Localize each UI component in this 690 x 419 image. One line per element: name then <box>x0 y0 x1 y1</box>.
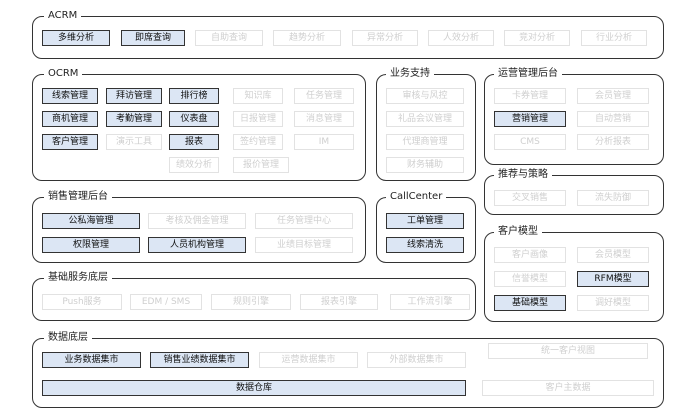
service-edm-sms[interactable]: EDM / SMS <box>130 294 202 310</box>
ocrm-reports[interactable]: 报表 <box>169 134 219 150</box>
callcenter-lead-cleaning[interactable]: 线索清洗 <box>386 237 464 253</box>
model-rfm[interactable]: RFM模型 <box>577 271 649 287</box>
ocrm-message-management[interactable]: 消息管理 <box>294 111 354 127</box>
ocrm-im[interactable]: IM <box>294 134 354 150</box>
ops-coupon-management[interactable]: 卡券管理 <box>494 88 566 104</box>
ocrm-task-management[interactable]: 任务管理 <box>294 88 354 104</box>
biz-support-title: 业务支持 <box>386 68 434 80</box>
data-external-mart[interactable]: 外部数据集市 <box>367 352 466 368</box>
acrm-multidim-analysis[interactable]: 多维分析 <box>42 30 110 46</box>
sales-admin-title: 销售管理后台 <box>44 191 112 203</box>
callcenter-panel <box>376 197 476 263</box>
biz-finance-assist[interactable]: 财务辅助 <box>386 157 464 173</box>
callcenter-ticket-management[interactable]: 工单管理 <box>386 213 464 229</box>
acrm-anomaly-analysis[interactable]: 异常分析 <box>352 30 418 46</box>
ocrm-attendance-management[interactable]: 考勤管理 <box>106 111 162 127</box>
sales-assessment-commission[interactable]: 考核及佣金管理 <box>148 213 246 229</box>
acrm-efficiency-analysis[interactable]: 人效分析 <box>428 30 494 46</box>
recommend-cross-selling[interactable]: 交叉销售 <box>494 190 566 206</box>
model-tuning[interactable]: 调好模型 <box>577 295 649 311</box>
acrm-adhoc-query[interactable]: 即席查询 <box>121 30 185 46</box>
ops-member-management[interactable]: 会员管理 <box>577 88 649 104</box>
ocrm-leaderboard[interactable]: 排行榜 <box>169 88 219 104</box>
sales-task-center[interactable]: 任务管理中心 <box>255 213 353 229</box>
ocrm-demo-tools[interactable]: 演示工具 <box>106 134 162 150</box>
ocrm-performance-analysis[interactable]: 绩效分析 <box>169 157 219 173</box>
ops-auto-marketing[interactable]: 自动营销 <box>577 111 649 127</box>
ops-title: 运营管理后台 <box>494 68 562 80</box>
ocrm-quote-management[interactable]: 报价管理 <box>233 157 289 173</box>
data-sales-perf-mart[interactable]: 销售业绩数据集市 <box>150 352 249 368</box>
data-layer-title: 数据底层 <box>44 332 92 344</box>
acrm-industry-analysis[interactable]: 行业分析 <box>581 30 647 46</box>
ocrm-visit-management[interactable]: 拜访管理 <box>106 88 162 104</box>
base-service-title: 基础服务底层 <box>44 272 112 284</box>
acrm-competitor-analysis[interactable]: 竞对分析 <box>504 30 570 46</box>
data-ops-mart[interactable]: 运营数据集市 <box>259 352 358 368</box>
acrm-self-query[interactable]: 自助查询 <box>195 30 263 46</box>
data-business-mart[interactable]: 业务数据集市 <box>42 352 141 368</box>
data-warehouse[interactable]: 数据仓库 <box>42 380 466 396</box>
model-basic[interactable]: 基础模型 <box>494 295 566 311</box>
service-workflow-engine[interactable]: 工作流引擎 <box>390 294 470 310</box>
acrm-trend-analysis[interactable]: 趋势分析 <box>273 30 341 46</box>
ocrm-contract-management[interactable]: 签约管理 <box>233 134 283 150</box>
service-rule-engine[interactable]: 规则引擎 <box>211 294 291 310</box>
ocrm-knowledge-base[interactable]: 知识库 <box>233 88 283 104</box>
model-member[interactable]: 会员模型 <box>577 247 649 263</box>
acrm-title: ACRM <box>44 10 82 22</box>
biz-review-risk[interactable]: 审核与风控 <box>386 88 464 104</box>
ocrm-dashboard[interactable]: 仪表盘 <box>169 111 219 127</box>
ops-marketing-management[interactable]: 营销管理 <box>494 111 566 127</box>
model-customer-profile[interactable]: 客户画像 <box>494 247 566 263</box>
biz-agent-management[interactable]: 代理商管理 <box>386 134 464 150</box>
recommend-churn-defense[interactable]: 流失防御 <box>577 190 649 206</box>
customer-master-data[interactable]: 客户主数据 <box>482 380 654 396</box>
callcenter-title: CallCenter <box>386 191 447 203</box>
sales-admin-panel <box>32 197 366 263</box>
ocrm-opportunity-management[interactable]: 商机管理 <box>42 111 98 127</box>
biz-gift-meeting[interactable]: 礼品会议管理 <box>386 111 464 127</box>
customer-model-title: 客户模型 <box>494 226 542 238</box>
ops-cms[interactable]: CMS <box>494 134 566 150</box>
sales-permission-management[interactable]: 权限管理 <box>42 237 140 253</box>
ocrm-title: OCRM <box>44 68 83 80</box>
sales-org-management[interactable]: 人员机构管理 <box>148 237 246 253</box>
ops-analysis-reports[interactable]: 分析报表 <box>577 134 649 150</box>
service-push[interactable]: Push服务 <box>42 294 122 310</box>
sales-target-management[interactable]: 业绩目标管理 <box>255 237 353 253</box>
ocrm-customer-management[interactable]: 客户管理 <box>42 134 98 150</box>
ocrm-lead-management[interactable]: 线索管理 <box>42 88 98 104</box>
model-credit[interactable]: 信誉模型 <box>494 271 566 287</box>
service-report-engine[interactable]: 报表引擎 <box>300 294 378 310</box>
ocrm-daily-report[interactable]: 日报管理 <box>233 111 283 127</box>
recommend-title: 推荐与策略 <box>494 169 552 181</box>
unified-customer-view[interactable]: 统一客户视图 <box>488 343 648 359</box>
sales-public-private-pool[interactable]: 公私海管理 <box>42 213 140 229</box>
